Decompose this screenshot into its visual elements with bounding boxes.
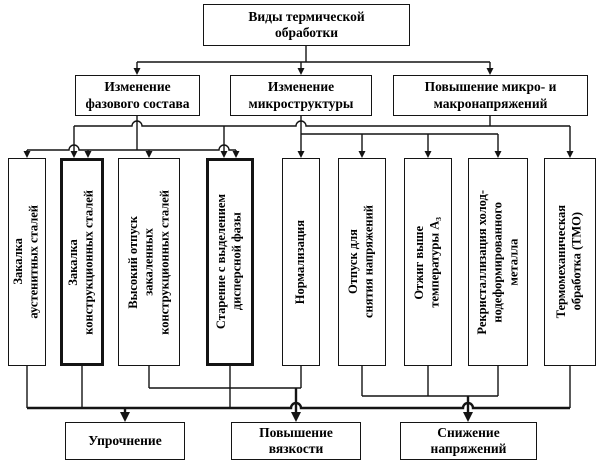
- process-label: Закалка конструкционных сталей: [66, 189, 96, 335]
- connector-toughness-feeders: [148, 366, 302, 389]
- outcome-strengthening: Упрочнение: [65, 422, 185, 460]
- process-hardening-austenitic-steels: Закалка аустенитных сталей: [8, 158, 46, 366]
- node-stress-increase: Повышение микро- и макронапряжений: [393, 75, 588, 116]
- node-heat-treatment-types: Виды термической обработки: [203, 4, 410, 46]
- process-label: Отжиг выше температуры А₃: [412, 216, 442, 308]
- connector-microstructure-bus: [300, 116, 499, 152]
- process-label: Отпуск для снятия напряжений: [346, 205, 376, 319]
- process-normalization: Нормализация: [282, 158, 320, 366]
- connector-top-branches: [136, 46, 491, 69]
- connector-bottom-bus: [27, 388, 570, 413]
- connector-stress-bus: [73, 116, 571, 152]
- arrowheads: [23, 68, 574, 422]
- process-label: Нормализация: [293, 219, 308, 305]
- node-phase-composition-change: Изменение фазового состава: [75, 75, 200, 116]
- process-label: Высокий отпуск закаленных конструкционны…: [125, 189, 171, 335]
- process-aging-dispersed-phase: Старение с выделением дисперсной фазы: [206, 158, 254, 366]
- outcome-toughness-increase: Повышение вязкости: [231, 422, 361, 460]
- node-microstructure-change: Изменение микроструктуры: [230, 75, 372, 116]
- process-label: Закалка аустенитных сталей: [11, 205, 41, 319]
- process-high-tempering-hardened-steels: Высокий отпуск закаленных конструкционны…: [118, 158, 180, 366]
- connector-stressrelief-feeders: [361, 366, 499, 397]
- connector-strengthening-feeders: [26, 366, 571, 408]
- process-stress-relief-tempering: Отпуск для снятия напряжений: [338, 158, 386, 366]
- outcome-stress-reduction: Снижение напряжений: [400, 422, 537, 460]
- process-annealing-above-a3: Отжиг выше температуры А₃: [404, 158, 452, 366]
- process-thermomechanical-treatment: Термомеханическая обработка (ТМО): [544, 158, 596, 366]
- process-label: Рекристаллизация холод- нодеформированно…: [474, 189, 520, 335]
- process-recrystallization-cold-deformed: Рекристаллизация холод- нодеформированно…: [468, 158, 528, 366]
- connector-phase-bus: [26, 116, 237, 152]
- process-label: Старение с выделением дисперсной фазы: [214, 194, 244, 330]
- process-hardening-structural-steels: Закалка конструкционных сталей: [60, 158, 104, 366]
- process-label: Термомеханическая обработка (ТМО): [554, 205, 584, 319]
